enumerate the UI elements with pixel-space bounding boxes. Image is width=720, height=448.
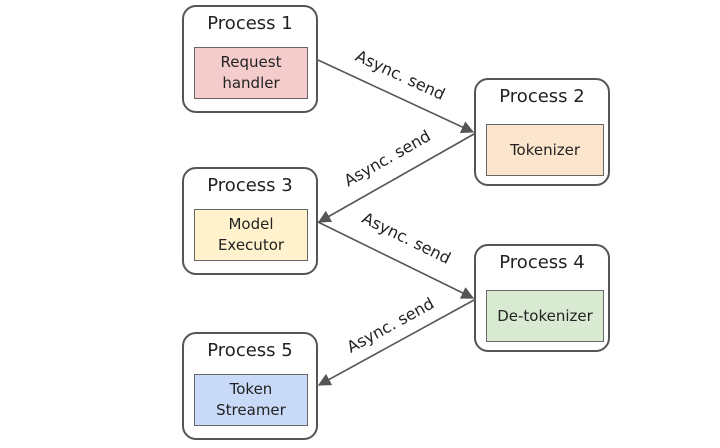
arrow-3-to-4 [317, 221, 475, 299]
edge-label-2: Async. send [341, 126, 434, 190]
process-5-title: Process 5 [207, 340, 293, 361]
process-2-title: Process 2 [499, 86, 585, 107]
process-3-box: Process 3 Model Executor [182, 167, 318, 275]
model-executor-box: Model Executor [194, 209, 308, 261]
process-4-box: Process 4 De-tokenizer [474, 244, 610, 352]
edge-label-3: Async. send [359, 208, 454, 267]
edge-label-4: Async. send [344, 294, 438, 357]
process-4-title: Process 4 [499, 252, 585, 273]
process-5-box: Process 5 Token Streamer [182, 332, 318, 440]
arrow-1-to-2 [317, 59, 475, 133]
request-handler-box: Request handler [194, 47, 308, 99]
edge-label-1: Async. send [353, 46, 448, 104]
process-2-box: Process 2 Tokenizer [474, 78, 610, 186]
de-tokenizer-box: De-tokenizer [486, 290, 604, 342]
arrow-2-to-3 [317, 133, 475, 223]
tokenizer-box: Tokenizer [486, 124, 604, 176]
process-1-box: Process 1 Request handler [182, 5, 318, 113]
process-1-title: Process 1 [207, 13, 293, 34]
token-streamer-box: Token Streamer [194, 374, 308, 426]
arrow-4-to-5 [317, 299, 475, 386]
process-3-title: Process 3 [207, 175, 293, 196]
